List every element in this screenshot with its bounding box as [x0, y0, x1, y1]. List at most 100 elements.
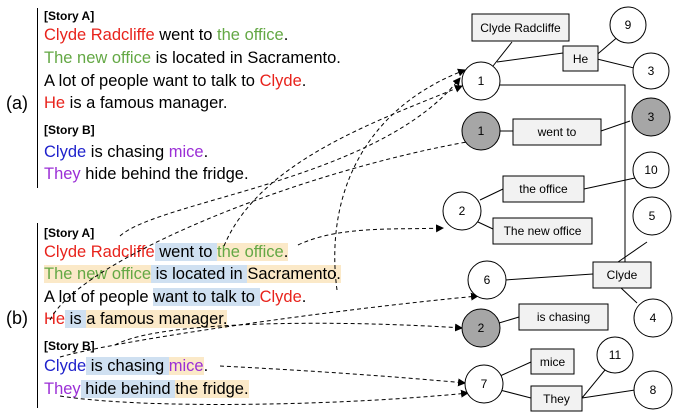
graph-boxes: Clyde Radcliffe He went to the office Th… — [471, 13, 652, 412]
panel-a-line: Clyde is chasing mice. — [44, 141, 208, 163]
node-3: 3 — [632, 52, 670, 90]
arrow-clyde-radcliffe-to-1 — [119, 77, 461, 237]
text-segment: . — [203, 143, 209, 161]
edge-went-to-3g — [600, 120, 631, 132]
node-label: 9 — [625, 18, 632, 32]
panel-a-line: They hide behind the fridge. — [44, 163, 249, 185]
box-mice: mice — [530, 348, 575, 375]
edge-the-office-10 — [583, 177, 636, 190]
panel-b-story-b-header: [Story B] — [44, 339, 95, 353]
box-clyde: Clyde — [592, 261, 652, 289]
node-10: 10 — [632, 151, 670, 189]
text-segment: . — [301, 288, 307, 306]
text-segment: They — [44, 165, 81, 183]
node-3-shaded: 3 — [631, 97, 671, 137]
node-label: 4 — [650, 311, 657, 325]
node-5: 5 — [632, 196, 672, 236]
text-segment: went to — [154, 243, 218, 261]
edge-1-he — [496, 52, 564, 63]
arrow-went-to-to-1 — [223, 84, 463, 247]
node-6: 6 — [467, 260, 507, 300]
node-label: 10 — [644, 163, 658, 177]
text-segment: They — [44, 380, 81, 398]
panel-b-story-a-header: [Story A] — [44, 226, 95, 240]
edge-they-11 — [581, 369, 606, 399]
box-label: went to — [537, 125, 577, 139]
text-segment: Clyde Radcliffe — [44, 26, 155, 44]
panel-b-bracket — [37, 223, 38, 408]
panel-b-line: A lot of people want to talk to Clyde. — [44, 286, 306, 308]
edge-1-clyde-radcliffe — [492, 41, 513, 67]
box-label: the office — [519, 182, 568, 196]
panel-a-bracket — [37, 8, 38, 188]
edge-7-mice — [499, 361, 532, 377]
edge-6-clyde — [504, 273, 594, 281]
node-2-shaded: 2 — [461, 308, 501, 348]
text-segment: the office — [217, 26, 284, 44]
box-is-chasing: is chasing — [518, 303, 609, 331]
text-segment: the office — [217, 243, 284, 261]
text-segment: The new office — [44, 49, 152, 67]
text-segment: Clyde — [44, 357, 87, 375]
node-label: 3 — [648, 110, 655, 124]
arrow-clyde-to-1 — [334, 68, 466, 291]
panel-b-line: Clyde Radcliffe went to the office. — [44, 241, 289, 263]
arrow-is-chasing-to-2g — [114, 322, 463, 346]
edge-he-3 — [592, 57, 639, 70]
arrow-they-to-7 — [59, 389, 469, 405]
text-segment: hide behind — [80, 380, 176, 398]
edge-2g-is-chasing — [498, 316, 520, 324]
panel-a-line: A lot of people want to talk to Clyde. — [44, 70, 306, 92]
text-segment: Clyde — [259, 288, 302, 306]
graph-edges — [477, 34, 648, 399]
text-segment: Clyde Radcliffe — [44, 243, 155, 261]
graph-nodes: 1 9 3 1 3 10 2 — [442, 6, 673, 410]
panel-a-story-a-header: [Story A] — [44, 9, 95, 23]
node-label: 1 — [478, 124, 485, 138]
node-7: 7 — [464, 364, 504, 404]
box-they: They — [530, 385, 583, 412]
panel-b-line: Clyde is chasing mice. — [44, 355, 208, 377]
text-segment: a famous manager. — [86, 310, 228, 328]
arrow-story-b-clyde-to-6 — [59, 292, 479, 358]
text-segment: . — [283, 243, 289, 261]
text-segment: . — [203, 357, 209, 375]
box-clyde-radcliffe: Clyde Radcliffe — [471, 13, 570, 42]
panel-a-line: The new office is located in Sacramento. — [44, 47, 341, 69]
node-label: 7 — [481, 377, 488, 391]
panel-a-label: (a) — [6, 93, 28, 113]
text-segment: is chasing — [86, 143, 169, 161]
text-segment: mice — [168, 143, 204, 161]
node-2: 2 — [442, 191, 482, 231]
box-label: mice — [540, 355, 566, 369]
node-label: 11 — [609, 348, 622, 362]
node-11: 11 — [596, 336, 634, 374]
edge-1-clyde — [498, 84, 626, 265]
text-segment: Clyde — [44, 143, 87, 161]
box-label: They — [543, 392, 570, 406]
box-label: The new office — [504, 224, 582, 238]
text-segment: . — [301, 72, 307, 90]
text-segment: . — [283, 26, 289, 44]
text-segment: hide behind the fridge. — [80, 165, 249, 183]
edge-clyde-4 — [619, 286, 638, 304]
node-label: 2 — [478, 321, 485, 335]
text-segment: Clyde — [259, 72, 302, 90]
text-segment: A lot of people — [44, 288, 154, 306]
text-segment: A lot of people want to talk to — [44, 72, 260, 90]
arrow-mice-to-7 — [219, 365, 466, 387]
node-label: 2 — [459, 204, 466, 218]
panel-b-line: The new office is located in Sacramento. — [44, 263, 341, 285]
panel-b-line: He is a famous manager. — [44, 308, 228, 330]
edge-2-the-office — [479, 188, 504, 201]
text-segment: is chasing — [86, 357, 169, 375]
box-label: Clyde Radcliffe — [480, 21, 561, 35]
text-segment: He — [44, 310, 66, 328]
text-segment: is a famous manager. — [65, 94, 228, 112]
arrow-the-office-to-2 — [297, 224, 444, 246]
node-9: 9 — [609, 6, 647, 44]
arrow-he-to-1g — [49, 137, 479, 321]
edge-they-8 — [581, 389, 636, 399]
node-label: 8 — [650, 383, 657, 397]
